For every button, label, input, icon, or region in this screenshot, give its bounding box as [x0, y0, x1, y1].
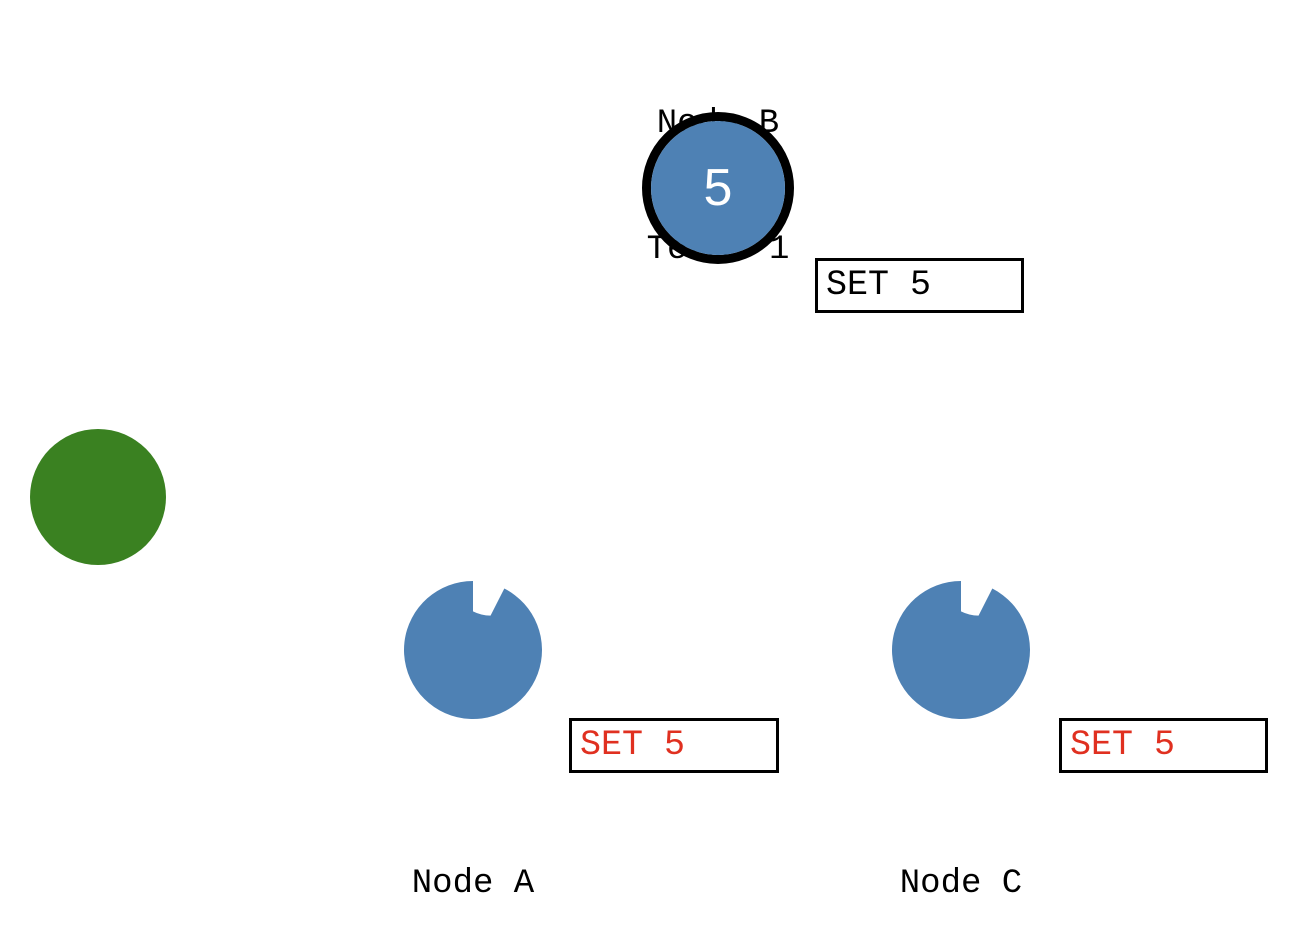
- node-b-log-entry-box[interactable]: SET 5: [815, 258, 1024, 313]
- message-packet-circle[interactable]: [30, 429, 166, 565]
- node-c-name: Node C: [899, 865, 1023, 903]
- node-b-circle[interactable]: [642, 112, 794, 264]
- node-a-labels: Node A Term: 1 Leader: B: [273, 779, 673, 944]
- node-a-log-entry-text: SET 5: [580, 725, 686, 765]
- node-a-log-entry-box[interactable]: SET 5: [569, 718, 779, 773]
- node-a-circle[interactable]: [403, 581, 542, 719]
- node-a[interactable]: [403, 581, 542, 719]
- node-c-circle[interactable]: [892, 581, 1030, 719]
- node-c-log-entry-text: SET 5: [1070, 725, 1176, 765]
- node-a-name: Node A: [411, 865, 535, 903]
- node-b[interactable]: 5: [642, 112, 794, 264]
- message-packet[interactable]: [30, 429, 166, 565]
- node-b-log-entry-text: SET 5: [826, 265, 932, 305]
- node-c-labels: Node C Term: 1 Leader: B: [761, 779, 1161, 944]
- node-c-log-entry-box[interactable]: SET 5: [1059, 718, 1268, 773]
- node-c[interactable]: [892, 581, 1030, 719]
